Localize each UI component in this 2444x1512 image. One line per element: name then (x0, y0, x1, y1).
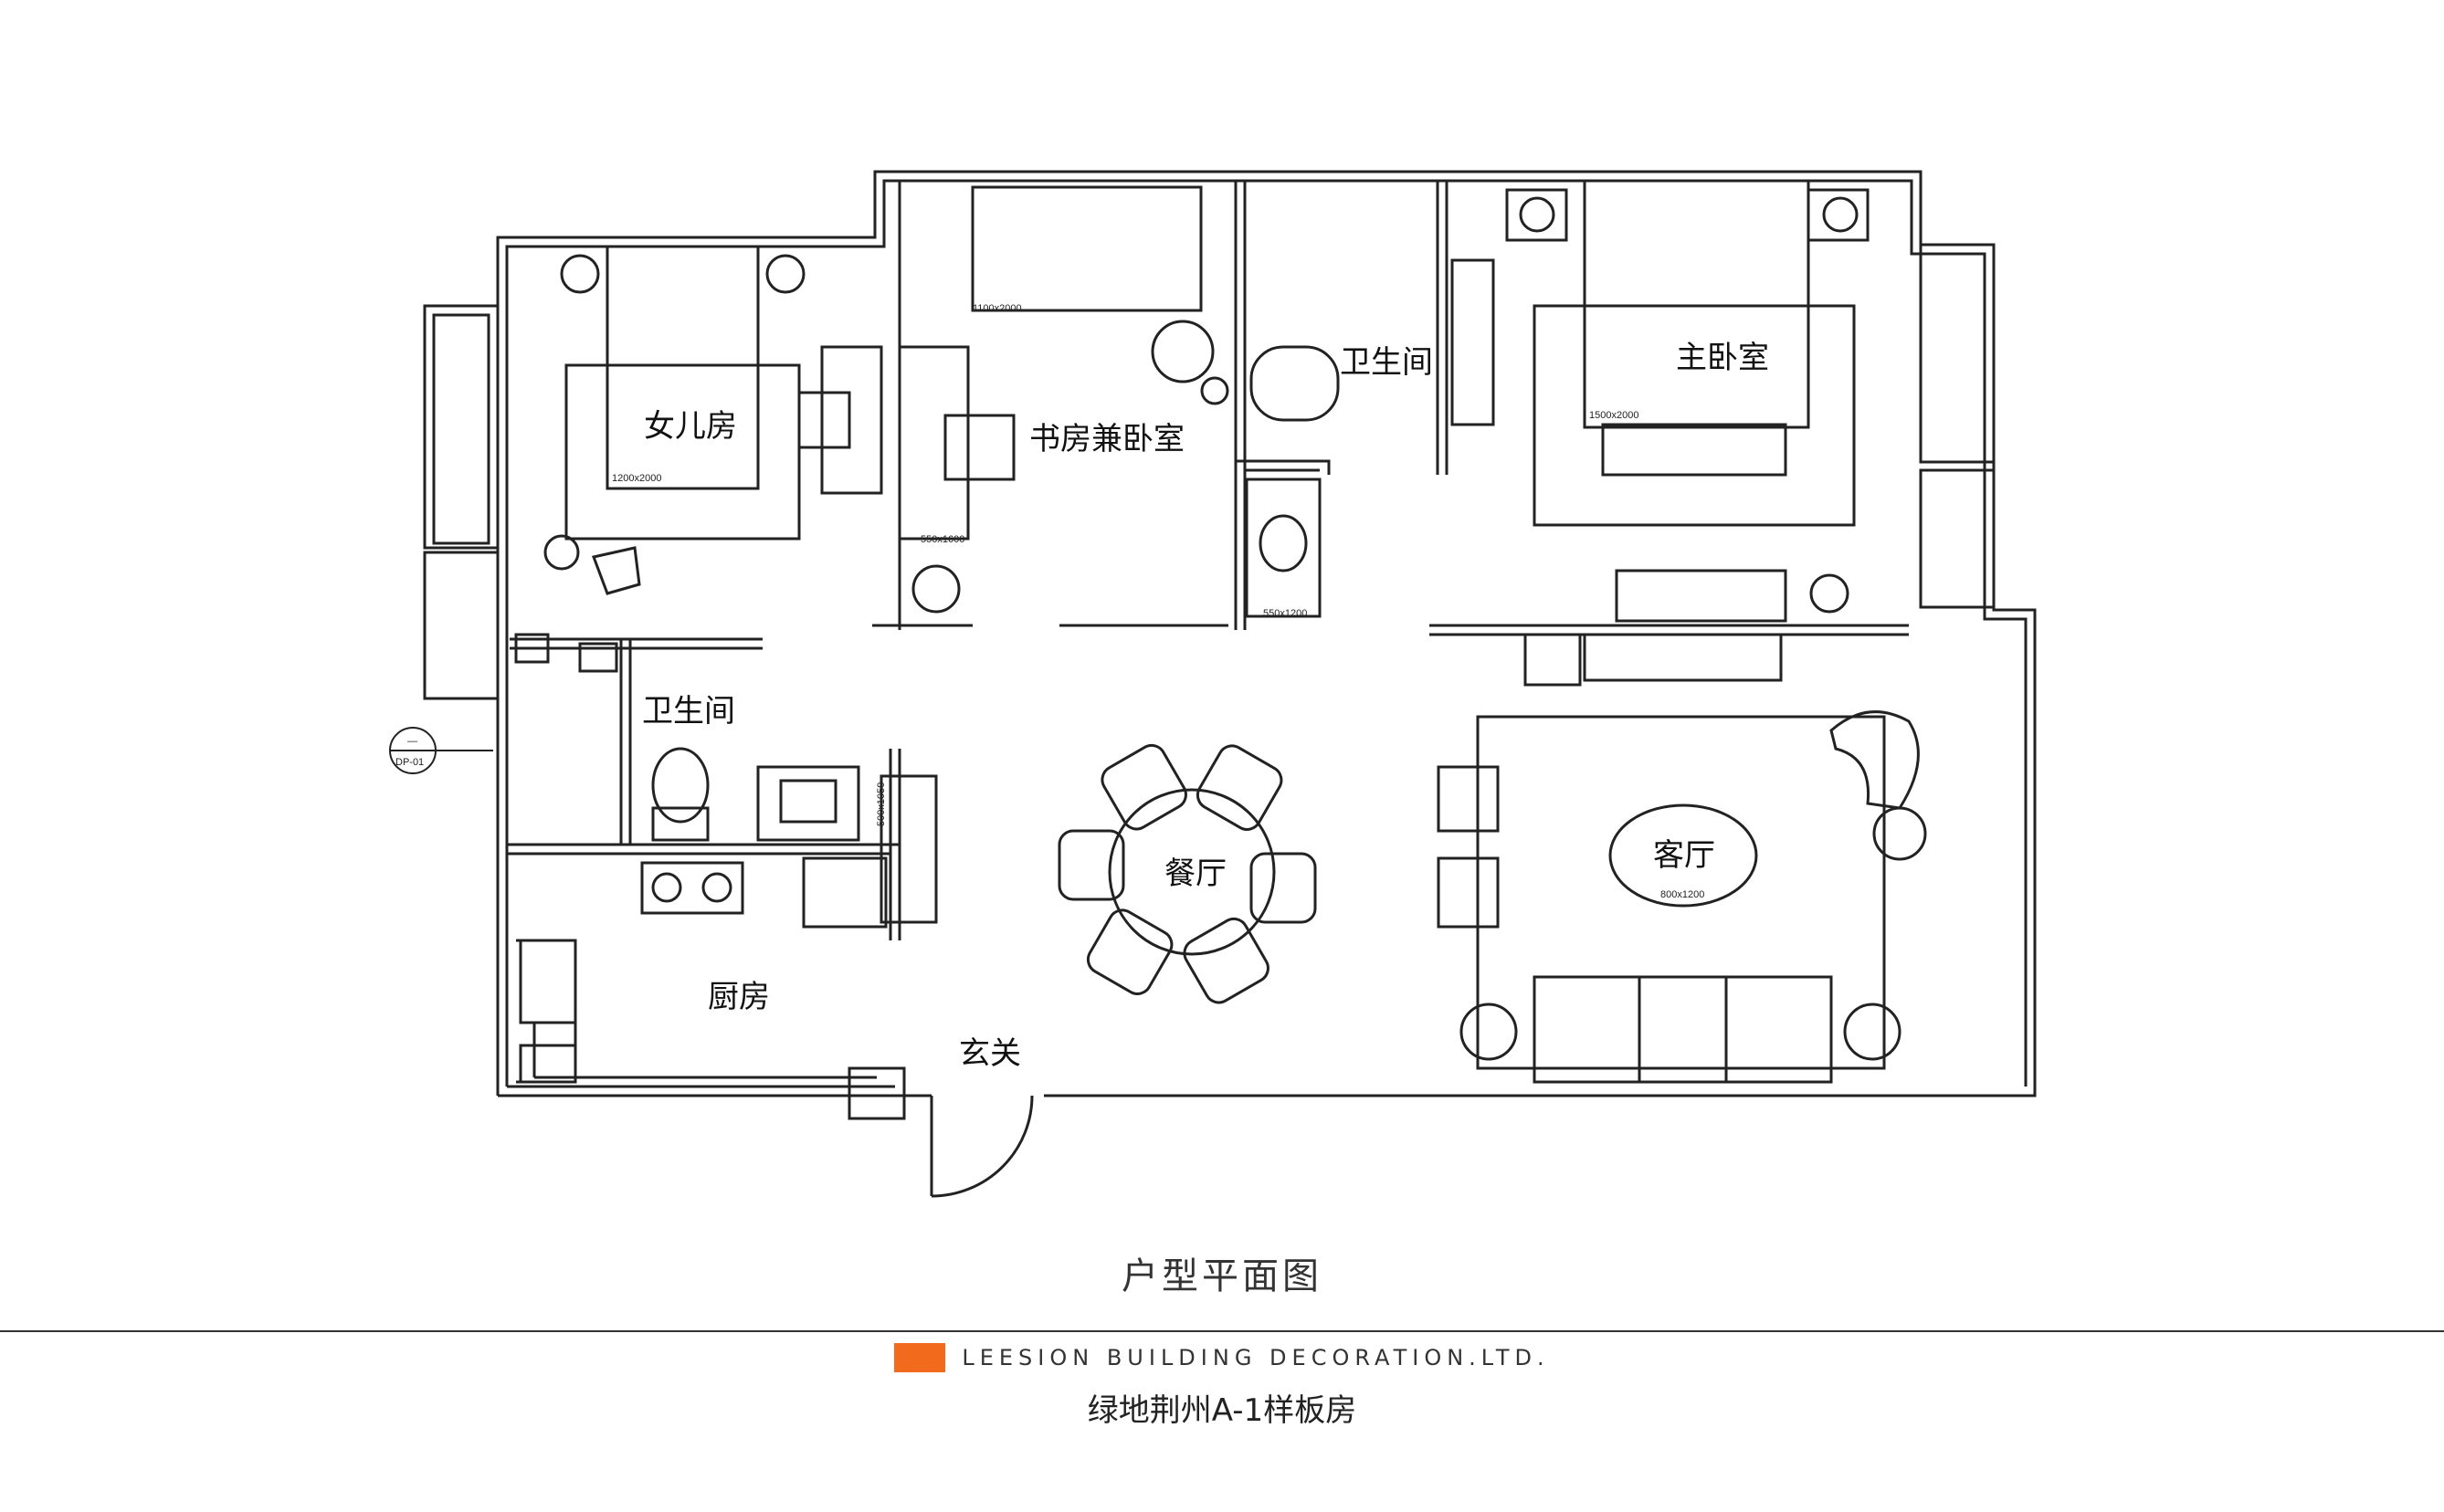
section-tag-top: — (407, 736, 417, 747)
entry-door (930, 1095, 1034, 1198)
dim-daughter-bed: 1200x2000 (612, 473, 661, 484)
plan-caption: 户型平面图 (1122, 1255, 1322, 1297)
brand-accent-box (894, 1343, 946, 1372)
room-label-daughter: 女儿房 (644, 408, 737, 445)
dim-study-bed: 1100x2000 (973, 303, 1022, 314)
stove (640, 861, 744, 915)
dim-study-desk: 550x1600 (921, 534, 964, 545)
sofa (1533, 975, 1833, 1084)
room-label-kitchen: 厨房 (708, 979, 770, 1015)
dim-vanity-left: 500x1050 (876, 782, 887, 826)
living-rug (1476, 715, 1886, 1070)
study-bed (971, 185, 1203, 312)
master-bed (1583, 179, 1810, 429)
section-tag-bottom: DP-01 (395, 757, 424, 768)
right-balcony (1919, 243, 1996, 464)
room-label-study: 书房兼卧室 (1029, 421, 1185, 457)
dining-table (1108, 788, 1276, 956)
entry-left-wall (498, 1085, 932, 1097)
room-label-living: 客厅 (1653, 837, 1715, 874)
room-label-bath-top: 卫生间 (1340, 344, 1433, 381)
dining-chairs (1058, 743, 1317, 1004)
room-label-master: 主卧室 (1676, 340, 1769, 376)
room-label-entry: 玄关 (959, 1035, 1021, 1072)
floor-plan: 女儿房 书房兼卧室 卫生间 主卧室 卫生间 餐厅 客厅 厨房 玄关 1200x2… (389, 170, 2037, 1198)
left-bath-wc (651, 747, 710, 824)
top-bath-wc (1249, 345, 1340, 422)
brand-name: LEESION BUILDING DECORATION.LTD. (962, 1345, 1550, 1370)
left-balcony (423, 304, 500, 550)
dim-master-bed: 1500x2000 (1589, 410, 1638, 421)
coffee-table (1608, 803, 1758, 908)
dim-vanity-top: 550x1200 (1263, 608, 1307, 619)
footer-divider (0, 1330, 2444, 1332)
room-label-dining: 餐厅 (1164, 856, 1227, 892)
project-name: 绿地荆州A-1样板房 (1087, 1392, 1357, 1429)
room-label-bath-left: 卫生间 (642, 693, 735, 730)
dim-coffee-table: 800x1200 (1660, 889, 1704, 900)
daughter-bed (606, 245, 760, 490)
brand-row: LEESION BUILDING DECORATION.LTD. (0, 1339, 2444, 1376)
section-tag (389, 727, 493, 774)
